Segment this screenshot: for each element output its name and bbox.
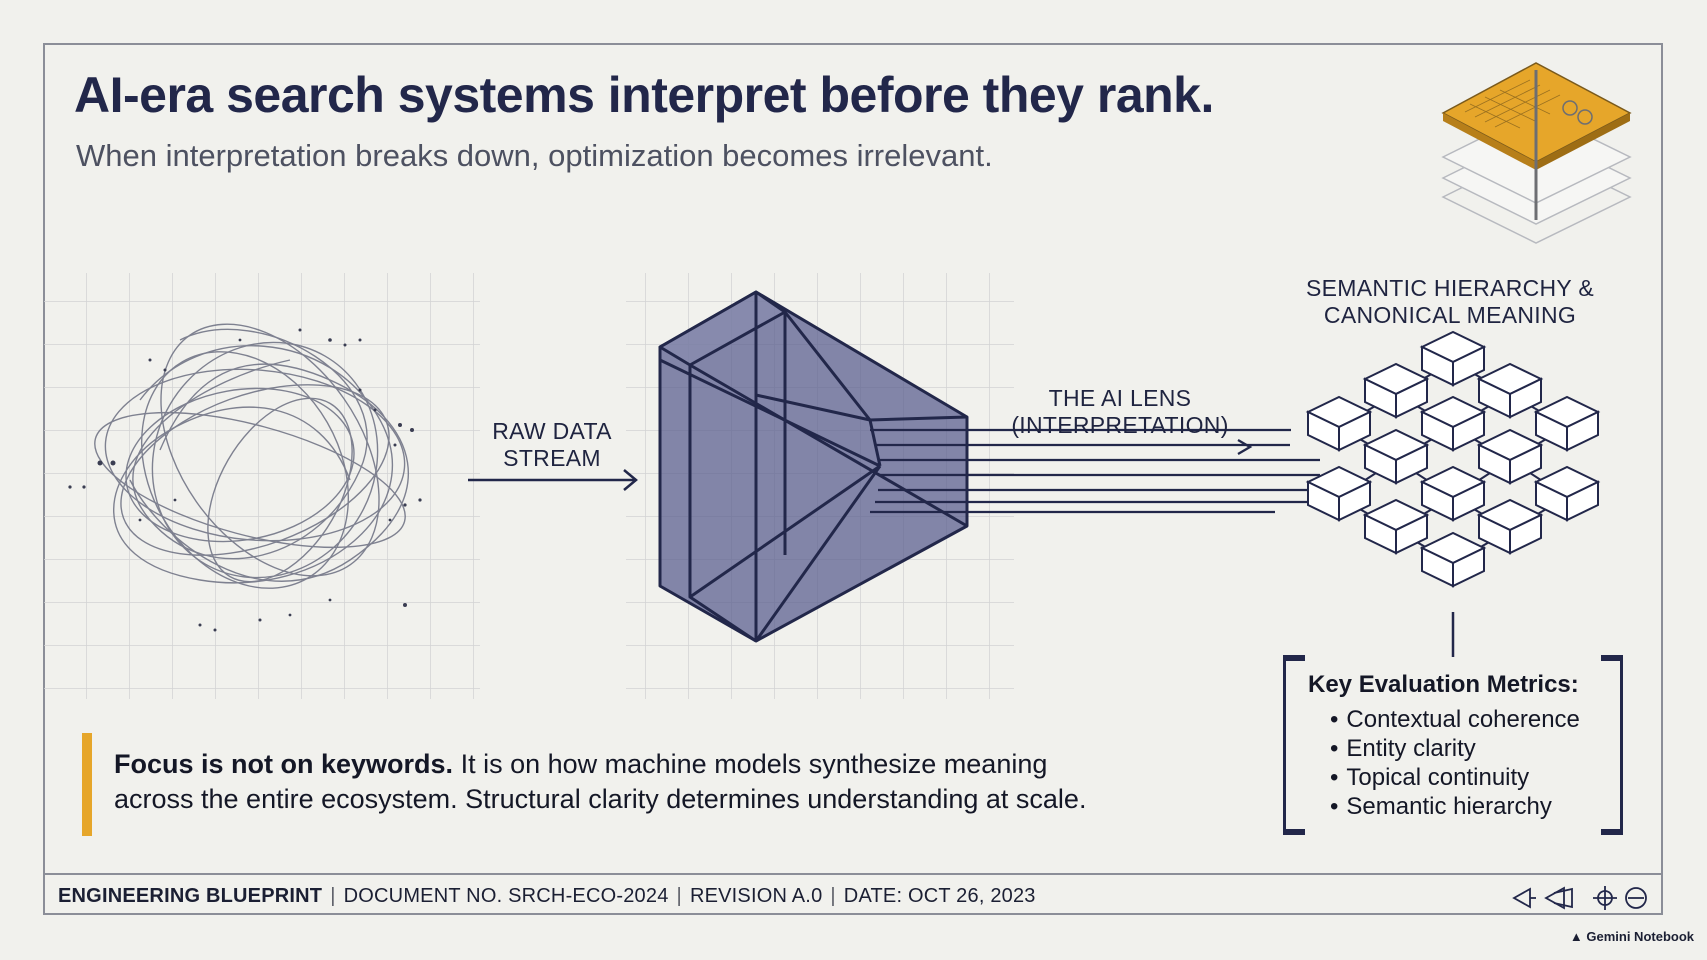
semantic-label-line2: CANONICAL MEANING xyxy=(1323,302,1577,328)
brand-name: Gemini Notebook xyxy=(1586,929,1694,944)
lens-label-line1: THE AI LENS xyxy=(1048,385,1192,411)
raw-data-dots xyxy=(68,328,422,632)
raw-data-scribble xyxy=(94,323,410,589)
footer-info: ENGINEERING BLUEPRINT|DOCUMENT NO. SRCH-… xyxy=(58,885,1036,907)
callout-text-line1: It is on how machine models synthesize m… xyxy=(453,749,1048,779)
metrics-item: Semantic hierarchy xyxy=(1330,792,1598,821)
metrics-corner xyxy=(1601,829,1623,835)
callout-text-line2: across the entire ecosystem. Structural … xyxy=(114,784,1087,814)
lens-label-line2: (INTERPRETATION) xyxy=(1011,412,1229,438)
semantic-label-line1: SEMANTIC HIERARCHY & xyxy=(1305,275,1594,301)
ai-lens-label: THE AI LENS (INTERPRETATION) xyxy=(1000,385,1240,439)
raw-arrow xyxy=(468,469,638,491)
metrics-title: Key Evaluation Metrics: xyxy=(1308,671,1579,698)
semantic-node-cube xyxy=(1476,362,1544,419)
metrics-item: Topical continuity xyxy=(1330,763,1598,792)
semantic-node-cube xyxy=(1419,395,1487,452)
metrics-corner xyxy=(1601,655,1623,661)
callout-bold: Focus is not on keywords. xyxy=(114,749,454,779)
semantic-node-cube xyxy=(1362,498,1430,555)
callout-line1: Focus is not on keywords. It is on how m… xyxy=(114,747,1132,782)
focus-callout: Focus is not on keywords. It is on how m… xyxy=(82,733,1132,836)
semantic-node-cube xyxy=(1533,395,1601,452)
target-icon[interactable] xyxy=(1625,887,1647,909)
page-subtitle: When interpretation breaks down, optimiz… xyxy=(76,138,993,173)
metrics-corner xyxy=(1283,829,1305,835)
raw-grid xyxy=(44,273,480,699)
brand-watermark: ▲ Gemini Notebook xyxy=(1569,929,1694,944)
semantic-node-cube xyxy=(1533,465,1601,522)
semantic-node-cube xyxy=(1419,531,1487,588)
semantic-node-cube xyxy=(1362,428,1430,485)
raw-data-label: RAW DATA STREAM xyxy=(478,418,626,472)
layered-chip-icon xyxy=(1441,62,1632,244)
double-arrow-left-icon[interactable] xyxy=(1544,886,1573,910)
footer-divider xyxy=(43,873,1663,875)
semantic-hierarchy-label: SEMANTIC HIERARCHY & CANONICAL MEANING xyxy=(1300,275,1600,329)
output-lines xyxy=(870,428,1320,514)
semantic-node-cube xyxy=(1305,395,1373,452)
metrics-item: Contextual coherence xyxy=(1330,705,1598,734)
semantic-node-cube xyxy=(1305,465,1373,522)
semantic-node-cube xyxy=(1476,498,1544,555)
semantic-node-cube xyxy=(1476,428,1544,485)
semantic-hierarchy-network xyxy=(1305,330,1601,588)
crosshair-icon[interactable] xyxy=(1593,886,1617,910)
footer-document: DOCUMENT NO. SRCH-ECO-2024 xyxy=(343,885,669,907)
arrow-left-icon[interactable] xyxy=(1512,887,1536,909)
semantic-node-cube xyxy=(1362,362,1430,419)
footer-revision: REVISION A.0 xyxy=(689,885,823,907)
ai-lens-prism xyxy=(658,290,969,643)
metrics-box: Key Evaluation Metrics: Contextual coher… xyxy=(1283,655,1623,835)
semantic-node-cube xyxy=(1419,330,1487,387)
metrics-item: Entity clarity xyxy=(1330,734,1598,763)
metrics-list: Contextual coherence Entity clarity Topi… xyxy=(1308,705,1598,821)
footer-blueprint: ENGINEERING BLUEPRINT xyxy=(58,885,323,907)
footer-date: DATE: OCT 26, 2023 xyxy=(843,885,1036,907)
page-title: AI-era search systems interpret before t… xyxy=(74,67,1214,123)
raw-label-line1: RAW DATA xyxy=(492,418,612,444)
raw-label-line2: STREAM xyxy=(503,445,601,471)
semantic-node-cube xyxy=(1419,465,1487,522)
metrics-corner xyxy=(1283,655,1305,661)
footer-icons xyxy=(1512,886,1647,910)
